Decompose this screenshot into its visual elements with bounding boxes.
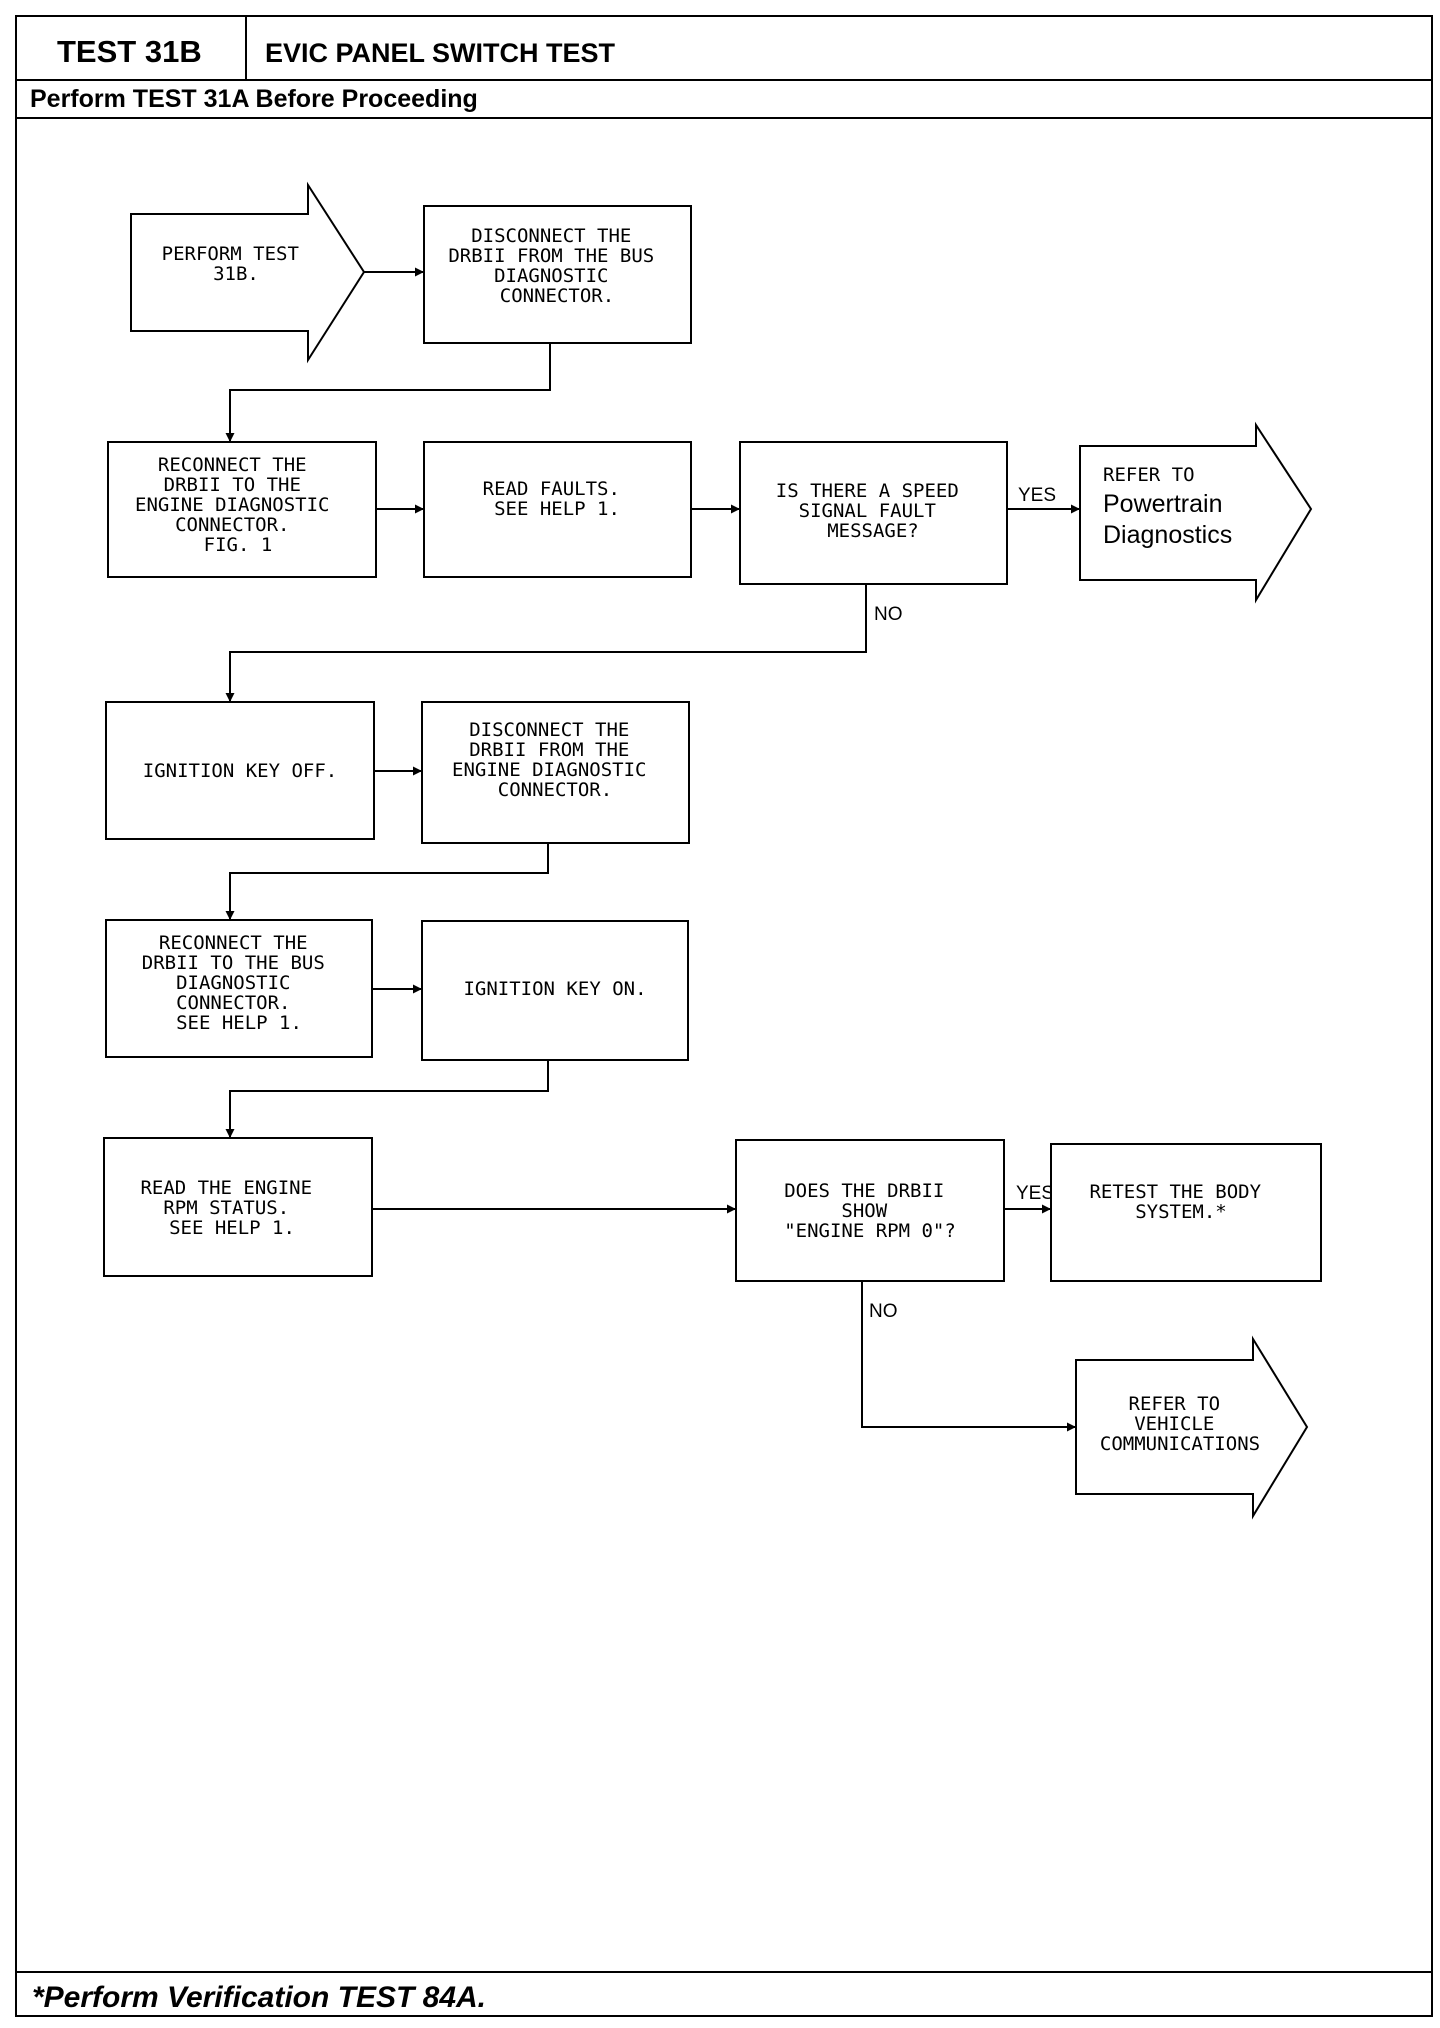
node-reconnect-drbii-engine: RECONNECT THE DRBII TO THE ENGINE DIAGNO… bbox=[107, 441, 377, 578]
node-rpm-zero-question: DOES THE DRBII SHOW "ENGINE RPM 0"? bbox=[735, 1139, 1005, 1282]
node-line: CONNECTOR. bbox=[176, 992, 290, 1014]
node-line: IGNITION KEY ON. bbox=[463, 978, 646, 1000]
node-line: RPM STATUS. bbox=[163, 1197, 289, 1219]
node-line: VEHICLE bbox=[1134, 1413, 1214, 1435]
node-line: ENGINE DIAGNOSTIC bbox=[452, 759, 646, 781]
edge-label-speed-yes: YES bbox=[1018, 485, 1056, 506]
test-id: TEST 31B bbox=[57, 34, 202, 69]
node-line: DRBII FROM THE bbox=[469, 739, 629, 761]
node-line: COMMUNICATIONS bbox=[1100, 1433, 1260, 1455]
svg-text:RECONNECT THE DRBII TO T: RECONNECT THE DRBII TO THE ENGINE DIAGNO… bbox=[135, 454, 341, 556]
node-line: CONNECTOR. bbox=[175, 514, 289, 536]
node-disconnect-drbii-bus: DISCONNECT THE DRBII FROM THE BUS DIAGNO… bbox=[423, 205, 692, 344]
node-line: FIG. 1 bbox=[204, 534, 273, 556]
node-speed-signal-question: IS THERE A SPEED SIGNAL FAULT MESSAGE? bbox=[739, 441, 1008, 585]
connector-disconnect-engine-to-reconnect-bus bbox=[225, 843, 549, 920]
node-line: IGNITION KEY OFF. bbox=[143, 760, 337, 782]
node-line: DISCONNECT THE bbox=[471, 225, 631, 247]
svg-text:RECONNECT THE DRBII TO T: RECONNECT THE DRBII TO THE BUS DIAGNOSTI… bbox=[142, 932, 336, 1034]
node-line: REFER TO bbox=[1129, 1393, 1221, 1415]
svg-text:RETEST THE BODY SYSTEM.*: RETEST THE BODY SYSTEM.* bbox=[1089, 1181, 1272, 1223]
node-ignition-key-on: IGNITION KEY ON. bbox=[421, 920, 689, 1061]
node-line: READ THE ENGINE bbox=[140, 1177, 312, 1199]
node-line: MESSAGE? bbox=[827, 520, 919, 542]
svg-text:DISCONNECT THE DRBII FRO: DISCONNECT THE DRBII FROM THE ENGINE DIA… bbox=[452, 719, 658, 801]
node-line: "ENGINE RPM 0"? bbox=[784, 1220, 956, 1242]
node-line: READ FAULTS. bbox=[483, 478, 620, 500]
node-disconnect-drbii-engine: DISCONNECT THE DRBII FROM THE ENGINE DIA… bbox=[421, 701, 690, 844]
svg-text:IS THERE A SPEED SIGNAL: IS THERE A SPEED SIGNAL FAULT MESSAGE? bbox=[776, 480, 970, 542]
connector-rpm-no bbox=[861, 1281, 1076, 1432]
connector-ignition-on-to-read-rpm bbox=[225, 1060, 549, 1138]
node-perform-test-31b: PERFORM TEST 31B. bbox=[130, 181, 366, 364]
node-line: DRBII TO THE bbox=[164, 474, 301, 496]
node-line: SYSTEM.* bbox=[1135, 1201, 1227, 1223]
footer-note: *Perform Verification TEST 84A. bbox=[32, 1981, 486, 2014]
node-refer-powertrain-diagnostics: REFER TO Powertrain Diagnostics bbox=[1079, 421, 1313, 604]
page-frame bbox=[15, 15, 1433, 2017]
node-line: Diagnostics bbox=[1103, 521, 1232, 549]
node-line: Powertrain bbox=[1103, 490, 1223, 518]
svg-text:READ FAULTS. SEE HELP 1.: READ FAULTS. SEE HELP 1. bbox=[483, 478, 632, 520]
node-line: DRBII FROM THE BUS bbox=[448, 245, 654, 267]
edge-label-rpm-yes: YES bbox=[1016, 1183, 1054, 1204]
node-line: DIAGNOSTIC bbox=[494, 265, 608, 287]
node-line: DOES THE DRBII bbox=[784, 1180, 944, 1202]
edge-label-rpm-no: NO bbox=[869, 1301, 898, 1322]
node-line: DIAGNOSTIC bbox=[176, 972, 290, 994]
node-reconnect-drbii-bus: RECONNECT THE DRBII TO THE BUS DIAGNOSTI… bbox=[105, 919, 373, 1058]
node-read-faults: READ FAULTS. SEE HELP 1. bbox=[423, 441, 692, 578]
node-line: DISCONNECT THE bbox=[469, 719, 629, 741]
node-line: SIGNAL FAULT bbox=[799, 500, 936, 522]
node-line: REFER TO bbox=[1103, 464, 1195, 486]
connector-speed-no bbox=[225, 584, 867, 702]
node-retest-body-system: RETEST THE BODY SYSTEM.* bbox=[1050, 1143, 1322, 1282]
test-title: EVIC PANEL SWITCH TEST bbox=[265, 38, 616, 68]
edge-label-speed-no: NO bbox=[874, 604, 903, 625]
node-line: PERFORM TEST bbox=[162, 243, 299, 265]
prerequisite-note: Perform TEST 31A Before Proceeding bbox=[30, 85, 478, 113]
node-line: SEE HELP 1. bbox=[176, 1012, 302, 1034]
node-line: RECONNECT THE bbox=[159, 932, 308, 954]
svg-text:PERFORM TEST 31B.: PERFORM TEST 31B. bbox=[162, 243, 311, 285]
svg-text:REFER TO VEHICLE C: REFER TO VEHICLE COMMUNICATIONS bbox=[1100, 1393, 1260, 1455]
node-line: RETEST THE BODY bbox=[1089, 1181, 1261, 1203]
svg-text:DISCONNECT THE DRBII FRO: DISCONNECT THE DRBII FROM THE BUS DIAGNO… bbox=[448, 225, 665, 307]
node-line: SEE HELP 1. bbox=[169, 1217, 295, 1239]
node-line: SHOW bbox=[841, 1200, 887, 1222]
node-line: IS THERE A SPEED bbox=[776, 480, 959, 502]
node-line: ENGINE DIAGNOSTIC bbox=[135, 494, 329, 516]
connector-disconnect-bus-to-reconnect-engine bbox=[225, 343, 551, 442]
node-line: DRBII TO THE BUS bbox=[142, 952, 325, 974]
node-line: CONNECTOR. bbox=[500, 285, 614, 307]
node-refer-vehicle-communications: REFER TO VEHICLE COMMUNICATIONS bbox=[1075, 1335, 1309, 1520]
svg-text:READ THE ENGINE RPM STAT: READ THE ENGINE RPM STATUS. SEE HELP 1. bbox=[140, 1177, 323, 1239]
svg-text:DOES THE DRBII SHOW: DOES THE DRBII SHOW "ENGINE RPM 0"? bbox=[784, 1180, 956, 1242]
svg-text:IGNITION KEY ON.: IGNITION KEY ON. bbox=[463, 978, 646, 1000]
flow-connectors bbox=[225, 267, 1080, 1432]
node-read-engine-rpm: READ THE ENGINE RPM STATUS. SEE HELP 1. bbox=[103, 1137, 373, 1277]
node-line: SEE HELP 1. bbox=[494, 498, 620, 520]
node-line: 31B. bbox=[213, 263, 259, 285]
node-line: RECONNECT THE bbox=[158, 454, 307, 476]
svg-text:IGNITION KEY OFF.: IGNITION KEY OFF. bbox=[143, 760, 337, 782]
node-ignition-key-off: IGNITION KEY OFF. bbox=[105, 701, 375, 840]
node-line: CONNECTOR. bbox=[498, 779, 612, 801]
